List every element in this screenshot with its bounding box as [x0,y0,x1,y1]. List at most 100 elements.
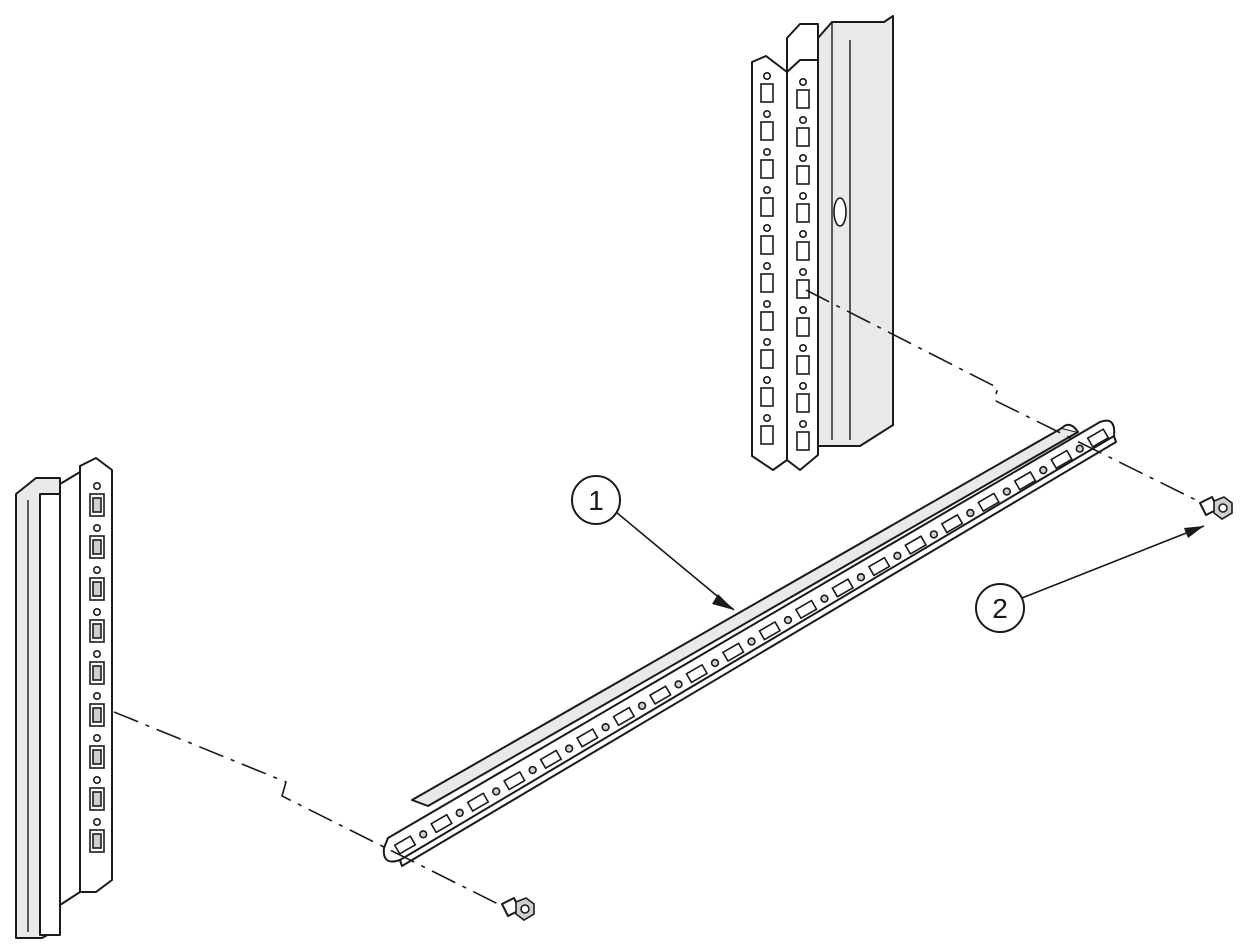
square-hole-inner [92,497,102,513]
square-hole [796,203,810,223]
square-hole [760,311,774,331]
square-hole-inner [92,707,102,723]
square-hole-inner [92,749,102,765]
rail-square-hole [648,685,672,705]
square-hole-inner [92,623,102,639]
rail-square-hole [867,556,891,577]
rear-alignment-line [805,289,1203,504]
rail-slot [685,663,709,684]
square-hole [760,83,774,103]
rail-slot [466,792,490,813]
callout-2: 2 [975,525,1205,633]
round-hole [798,305,807,314]
rail-square-hole [1050,449,1073,470]
round-hole [93,607,102,616]
rail-slot [503,770,526,791]
round-hole [798,381,807,390]
square-hole [760,349,774,369]
leader-arrow-icon [712,594,734,610]
round-hole [762,337,771,346]
rail-square-hole [430,813,453,834]
round-hole [93,649,102,658]
rear-post-holes [760,72,810,451]
rail-square-hole [940,513,964,534]
front-alignment-line [113,711,503,907]
rail-slot [831,578,855,598]
rail-square-hole [575,727,599,748]
rail-round-hole [856,573,866,582]
rail-slot [940,513,964,534]
rail-square-hole [721,642,745,663]
rail-square-hole [539,749,563,770]
round-hole [762,110,771,119]
alignment-lines [113,289,1203,907]
rail-slot [648,685,672,705]
rear-rack-post [751,15,894,471]
callout-2-label: 2 [992,593,1008,624]
square-hole-inner [92,665,102,681]
round-hole [798,343,807,352]
rail-slot [612,706,636,727]
rail-holes [393,428,1110,855]
rail-slot [575,727,599,748]
rail-square-hole [1086,428,1110,448]
square-hole [796,165,810,185]
round-hole [798,230,807,239]
leader-arrow-icon [1184,526,1204,538]
rail-slot [794,599,818,620]
rail-square-hole [503,770,526,791]
rail-round-hole [564,744,574,753]
callout-1: 1 [571,475,735,611]
round-hole [93,565,102,574]
post-slot [833,197,847,227]
rail-square-hole [612,706,636,727]
rail-slot [393,835,417,855]
rail-square-hole [794,599,818,620]
round-hole [762,224,771,233]
rail-slot [1050,449,1073,470]
square-hole [760,273,774,293]
rail-round-hole [747,637,756,646]
rail-round-hole [455,808,464,818]
round-hole [93,733,102,742]
square-hole-inner [92,791,102,807]
round-hole [798,78,807,87]
screw-rear [1199,496,1233,520]
rail-slot [1086,428,1110,448]
square-hole-inner [92,539,102,555]
rail-round-hole [966,508,975,518]
rail-square-hole [1013,470,1037,491]
rail-round-hole [1002,487,1012,496]
square-hole [760,387,774,407]
rail-round-hole [893,551,902,561]
round-hole [798,116,807,125]
rail-round-hole [674,680,683,689]
round-hole [762,413,771,422]
rail-slot [1013,470,1037,491]
square-hole [796,127,810,147]
square-hole [760,121,774,141]
round-hole [762,186,771,195]
front-post-holes [89,481,105,853]
rail-round-hole [783,615,793,625]
rail-square-hole [904,535,928,556]
round-hole [762,261,771,270]
rail-slot [758,620,782,641]
square-hole-inner [92,833,102,849]
rail-square-hole [393,835,417,855]
rail-slot [539,749,563,770]
rail-square-hole [466,792,490,813]
square-hole [796,241,810,261]
square-hole [796,89,810,109]
rail-round-hole [637,701,647,710]
rail-square-hole [831,578,855,598]
square-hole [796,355,810,375]
square-hole [796,279,810,299]
round-hole [93,775,102,784]
round-hole [762,72,771,81]
round-hole [762,299,771,308]
rail-round-hole [710,658,720,668]
square-hole [760,235,774,255]
round-hole [93,481,102,490]
square-hole [760,197,774,217]
